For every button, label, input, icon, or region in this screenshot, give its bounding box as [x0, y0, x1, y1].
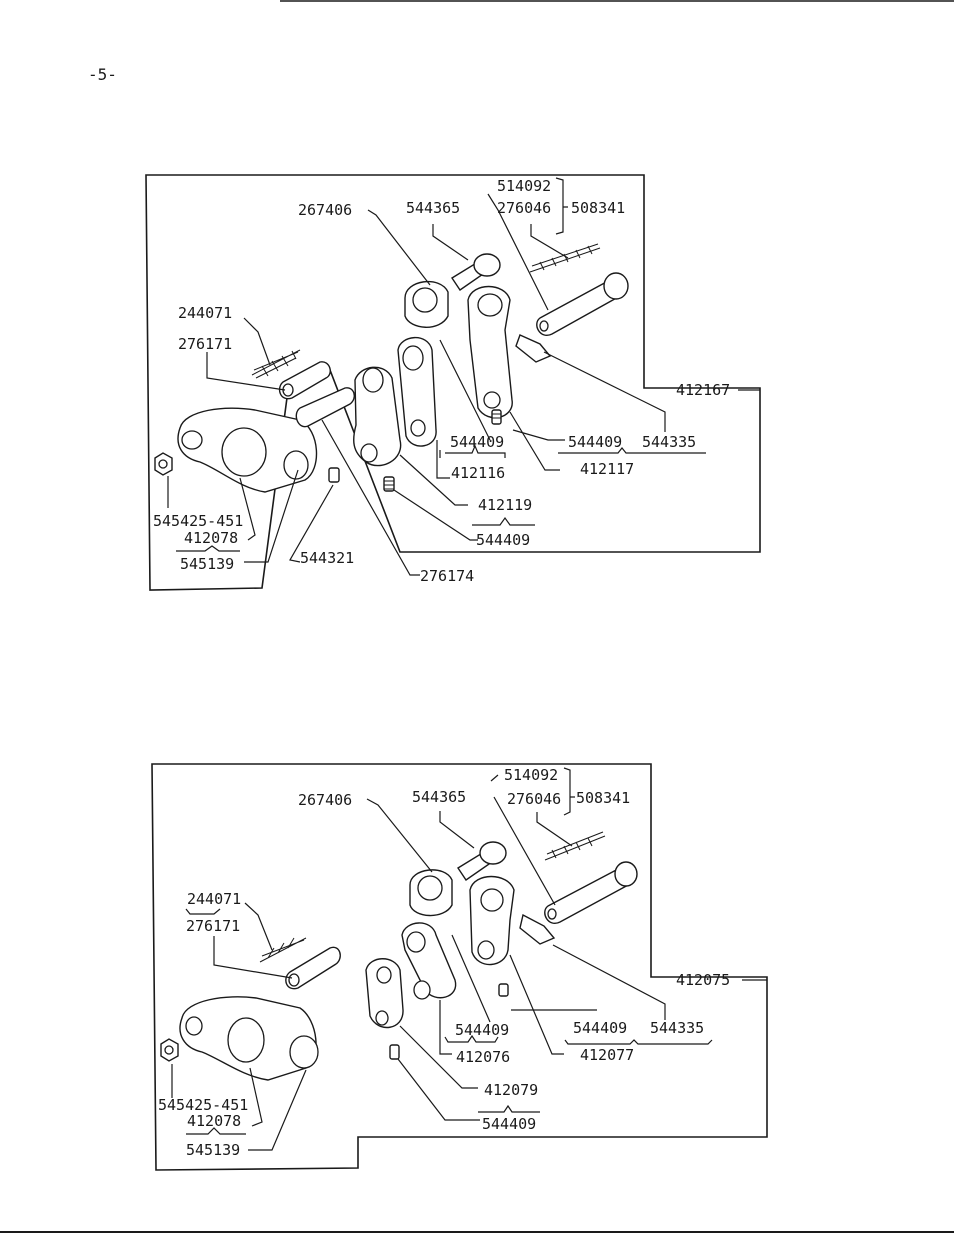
label-b-544335: 544335 — [650, 1019, 704, 1037]
shaft-276174 — [295, 387, 355, 428]
label-544365: 544365 — [406, 199, 460, 217]
label-267406: 267406 — [298, 201, 352, 219]
label-412119: 412119 — [478, 496, 532, 514]
label-b-276171: 276171 — [186, 917, 240, 935]
hex-nut-b — [160, 1038, 179, 1062]
spring-544409-lower — [383, 476, 395, 492]
spring-244071-b — [259, 937, 307, 963]
label-412116: 412116 — [451, 464, 505, 482]
label-544409-c: 544409 — [476, 531, 530, 549]
label-b-544365: 544365 — [412, 788, 466, 806]
label-276046: 276046 — [497, 199, 551, 217]
label-b-508341: 508341 — [576, 789, 630, 807]
cam-housing-b — [179, 996, 319, 1081]
screw-544335 — [515, 334, 552, 363]
diagram-top: 267406 544365 514092 276046 508341 24407… — [145, 174, 761, 591]
label-b-412075: 412075 — [676, 971, 730, 989]
label-544321: 544321 — [300, 549, 354, 567]
label-b-544409-c: 544409 — [482, 1115, 536, 1133]
label-412117: 412117 — [580, 460, 634, 478]
label-514092: 514092 — [497, 177, 551, 195]
label-545139: 545139 — [180, 555, 234, 573]
spring-544409-b-lower — [389, 1044, 400, 1060]
eccentric-267406-b — [409, 869, 453, 917]
spring-514092-b — [544, 831, 606, 861]
link-412117 — [467, 285, 513, 419]
spring-514092 — [529, 243, 601, 273]
diagram-bottom: 267406 544365 514092 276046 508341 24407… — [151, 763, 768, 1171]
label-b-412079: 412079 — [484, 1081, 538, 1099]
label-b-244071: 244071 — [187, 890, 241, 908]
label-b-544409-b: 544409 — [573, 1019, 627, 1037]
label-544409-b: 544409 — [568, 433, 622, 451]
label-544335: 544335 — [642, 433, 696, 451]
screw-544335-b — [519, 913, 556, 945]
label-412078: 412078 — [184, 529, 238, 547]
diagram-bottom-frame — [151, 763, 768, 1171]
page-number: -5- — [88, 65, 117, 84]
label-b-412076: 412076 — [456, 1048, 510, 1066]
link-412077 — [469, 875, 515, 966]
link-412079 — [365, 958, 404, 1029]
link-412076 — [401, 922, 457, 1000]
label-545425-451: 545425-451 — [153, 512, 243, 530]
label-544409-a: 544409 — [450, 433, 504, 451]
label-b-412078: 412078 — [187, 1112, 241, 1130]
link-412119 — [353, 366, 402, 467]
label-b-412077: 412077 — [580, 1046, 634, 1064]
set-screw-b — [498, 983, 509, 997]
label-b-545139: 545139 — [186, 1141, 240, 1159]
diagram-top-frame — [145, 174, 761, 591]
label-b-514092: 514092 — [504, 766, 558, 784]
link-412116 — [397, 336, 437, 447]
cam-housing — [177, 407, 318, 493]
spring-244071 — [251, 349, 301, 379]
label-b-276046: 276046 — [507, 790, 561, 808]
eccentric-267406 — [404, 280, 449, 328]
label-244071: 244071 — [178, 304, 232, 322]
label-b-267406: 267406 — [298, 791, 352, 809]
bolt-544365-b — [457, 841, 507, 881]
label-276171: 276171 — [178, 335, 232, 353]
label-276174: 276174 — [420, 567, 474, 585]
label-b-544409-a: 544409 — [455, 1021, 509, 1039]
shaft-276046-b — [544, 861, 638, 924]
label-508341: 508341 — [571, 199, 625, 217]
spring-544409-upper — [491, 409, 502, 425]
set-screw-544321 — [328, 467, 340, 483]
hex-nut — [154, 452, 173, 476]
label-412167: 412167 — [676, 381, 730, 399]
label-b-545425-451: 545425-451 — [158, 1096, 248, 1114]
pin-276171 — [278, 361, 331, 400]
shaft-276046 — [536, 272, 629, 336]
bolt-544365 — [451, 253, 501, 291]
pin-276171-b — [285, 946, 341, 990]
